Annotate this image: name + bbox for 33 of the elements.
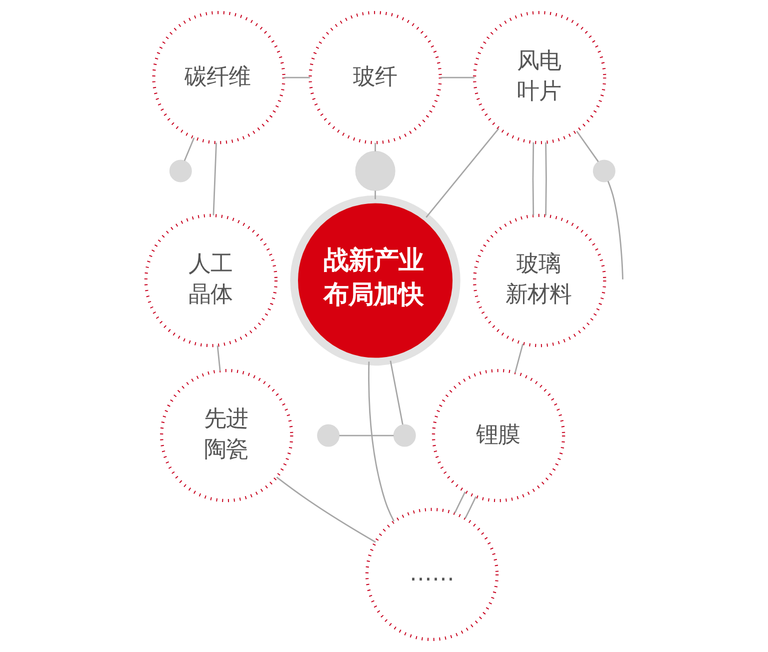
connector <box>532 142 534 216</box>
connector <box>454 492 466 514</box>
connector <box>576 130 598 162</box>
node-circle: 锂膜 <box>431 368 565 502</box>
node-circle: 风电叶片 <box>472 10 606 144</box>
node-circle <box>392 424 416 447</box>
node-circle: 玻纤 <box>308 10 442 144</box>
node-circle <box>168 160 192 182</box>
node-circle <box>354 150 395 192</box>
connector <box>606 180 623 280</box>
connector <box>216 345 220 371</box>
connector <box>368 362 394 522</box>
node-circle <box>592 160 615 182</box>
connector <box>212 142 216 216</box>
node-circle: 战新产业布局加快 <box>290 195 460 366</box>
connector <box>514 344 524 373</box>
connector <box>374 190 376 200</box>
connector <box>425 128 499 218</box>
connector <box>276 476 376 543</box>
node-circle <box>316 424 340 447</box>
node-circle: 碳纤维 <box>152 10 285 144</box>
connector <box>440 76 474 78</box>
node-circle: …… <box>364 508 498 642</box>
node-circle: 人工晶体 <box>144 214 278 348</box>
node-circle: 先进陶瓷 <box>160 368 293 502</box>
node-circle: 玻璃新材料 <box>472 214 606 348</box>
connector <box>338 434 394 436</box>
connector <box>544 142 546 216</box>
connector <box>183 138 194 161</box>
connector <box>464 496 476 518</box>
connector <box>389 360 403 425</box>
connector <box>283 76 310 78</box>
connector <box>374 142 376 152</box>
